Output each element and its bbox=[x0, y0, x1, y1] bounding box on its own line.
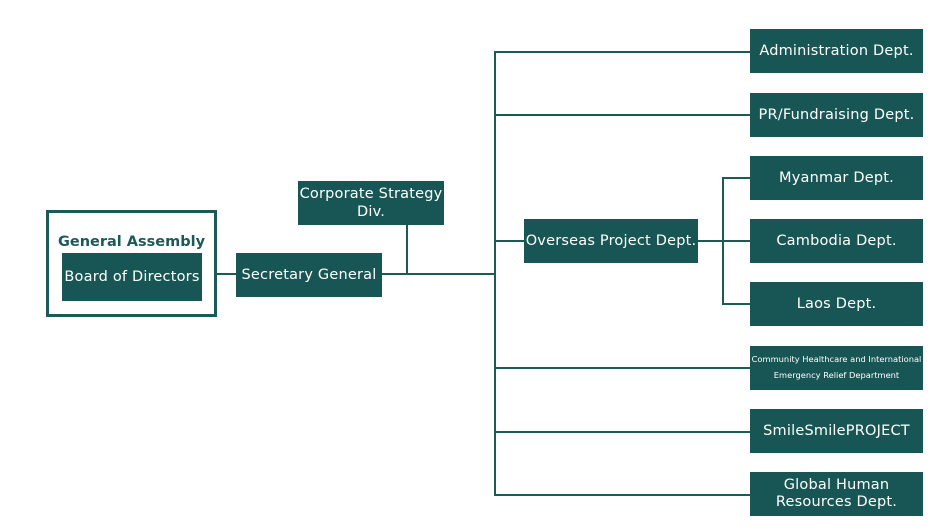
branch-administration bbox=[494, 51, 752, 53]
cambodia-dept-label: Cambodia Dept. bbox=[776, 232, 897, 249]
secretary-general-box: Secretary General bbox=[236, 253, 382, 297]
overseas-project-box: Overseas Project Dept. bbox=[524, 219, 698, 263]
administration-dept-box: Administration Dept. bbox=[750, 29, 923, 73]
smilesmile-project-box: SmileSmilePROJECT bbox=[750, 409, 923, 453]
corporate-strategy-box: Corporate Strategy Div. bbox=[298, 181, 444, 225]
branch-pr-fundraising bbox=[494, 114, 752, 116]
pr-fundraising-dept-box: PR/Fundraising Dept. bbox=[750, 93, 923, 137]
myanmar-dept-box: Myanmar Dept. bbox=[750, 156, 923, 200]
overseas-project-label: Overseas Project Dept. bbox=[525, 232, 697, 249]
main-trunk-line bbox=[494, 51, 496, 496]
board-of-directors-box: Board of Directors bbox=[62, 253, 202, 301]
secretary-general-label: Secretary General bbox=[241, 266, 377, 283]
laos-dept-box: Laos Dept. bbox=[750, 282, 923, 326]
global-hr-label-line2: Resources Dept. bbox=[775, 494, 898, 510]
branch-myanmar bbox=[722, 177, 752, 179]
global-hr-label-line1: Global Human bbox=[783, 476, 890, 493]
connector-secretary-to-trunk bbox=[381, 273, 496, 275]
laos-dept-label: Laos Dept. bbox=[796, 295, 877, 312]
board-of-directors-label: Board of Directors bbox=[64, 268, 200, 285]
branch-global-hr bbox=[494, 494, 752, 496]
community-healthcare-label-line2: Emergency Relief Department bbox=[773, 370, 900, 380]
branch-smilesmile bbox=[494, 431, 752, 433]
branch-overseas bbox=[494, 240, 526, 242]
branch-cambodia bbox=[722, 240, 752, 242]
community-healthcare-label-line1: Community Healthcare and International bbox=[751, 354, 922, 365]
cambodia-dept-box: Cambodia Dept. bbox=[750, 219, 923, 263]
global-hr-dept-box: Global Human Resources Dept. bbox=[750, 472, 923, 516]
connector-board-to-secretary bbox=[202, 273, 238, 275]
branch-laos bbox=[722, 303, 752, 305]
corporate-strategy-label: Corporate Strategy Div. bbox=[299, 185, 443, 220]
connector-overseas-out bbox=[697, 240, 724, 242]
connector-strategy-drop bbox=[406, 224, 408, 274]
general-assembly-title: General Assembly bbox=[57, 234, 206, 250]
administration-dept-label: Administration Dept. bbox=[759, 42, 914, 59]
branch-community-healthcare bbox=[494, 367, 752, 369]
pr-fundraising-dept-label: PR/Fundraising Dept. bbox=[758, 106, 915, 123]
smilesmile-project-label: SmileSmilePROJECT bbox=[763, 422, 910, 439]
myanmar-dept-label: Myanmar Dept. bbox=[779, 169, 894, 186]
community-healthcare-dept-box: Community Healthcare and International E… bbox=[750, 346, 923, 390]
